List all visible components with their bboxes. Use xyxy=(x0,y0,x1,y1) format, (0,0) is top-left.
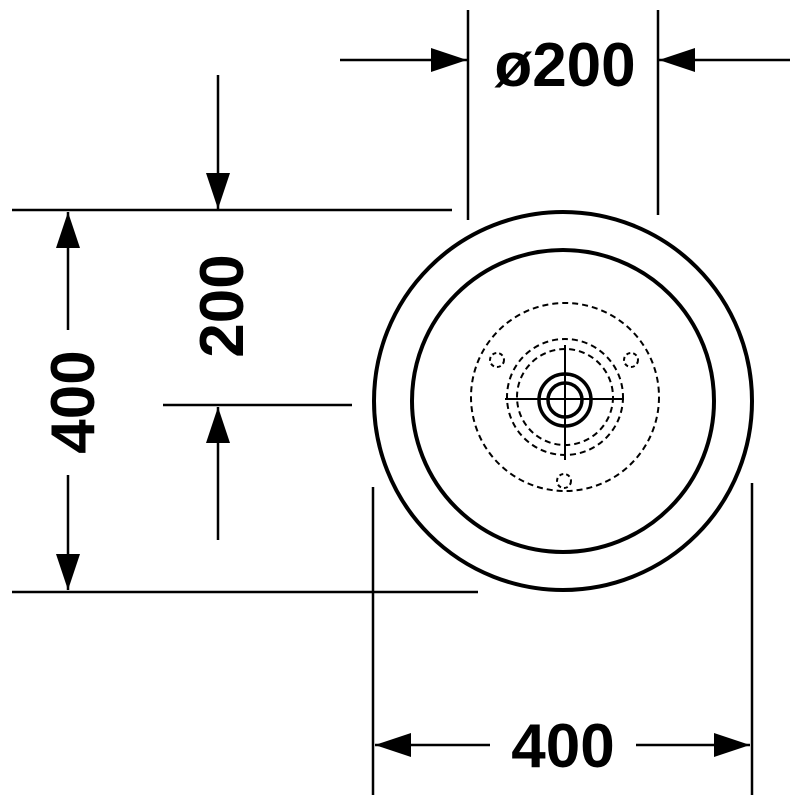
arrowhead-down xyxy=(206,173,230,209)
top-diameter-label: ø200 xyxy=(494,31,635,100)
basin-plan-view xyxy=(372,210,754,592)
overall-width-label: 400 xyxy=(511,712,614,781)
hidden-hole-left xyxy=(489,352,505,368)
arrowhead-up xyxy=(206,407,230,443)
top-diameter-dimension xyxy=(340,10,790,220)
hidden-mounting-circle xyxy=(470,302,660,492)
arrowhead-down-overall xyxy=(56,554,80,590)
basin-outer-rim xyxy=(372,210,754,592)
arrowhead-right-width xyxy=(714,733,750,757)
basin-inner-bowl xyxy=(410,248,716,554)
overall-height-dimension xyxy=(12,208,478,594)
arrowhead-left-width xyxy=(375,733,411,757)
arrowhead-right xyxy=(659,48,695,72)
overall-width-dimension xyxy=(371,483,754,795)
overall-height-label: 400 xyxy=(39,350,108,453)
inner-height-dimension xyxy=(163,75,352,540)
hidden-hole-right xyxy=(623,352,639,368)
arrowhead-left xyxy=(431,48,467,72)
hidden-hole-bottom xyxy=(556,473,572,489)
inner-height-label: 200 xyxy=(188,254,257,357)
arrowhead-up-overall xyxy=(56,212,80,248)
